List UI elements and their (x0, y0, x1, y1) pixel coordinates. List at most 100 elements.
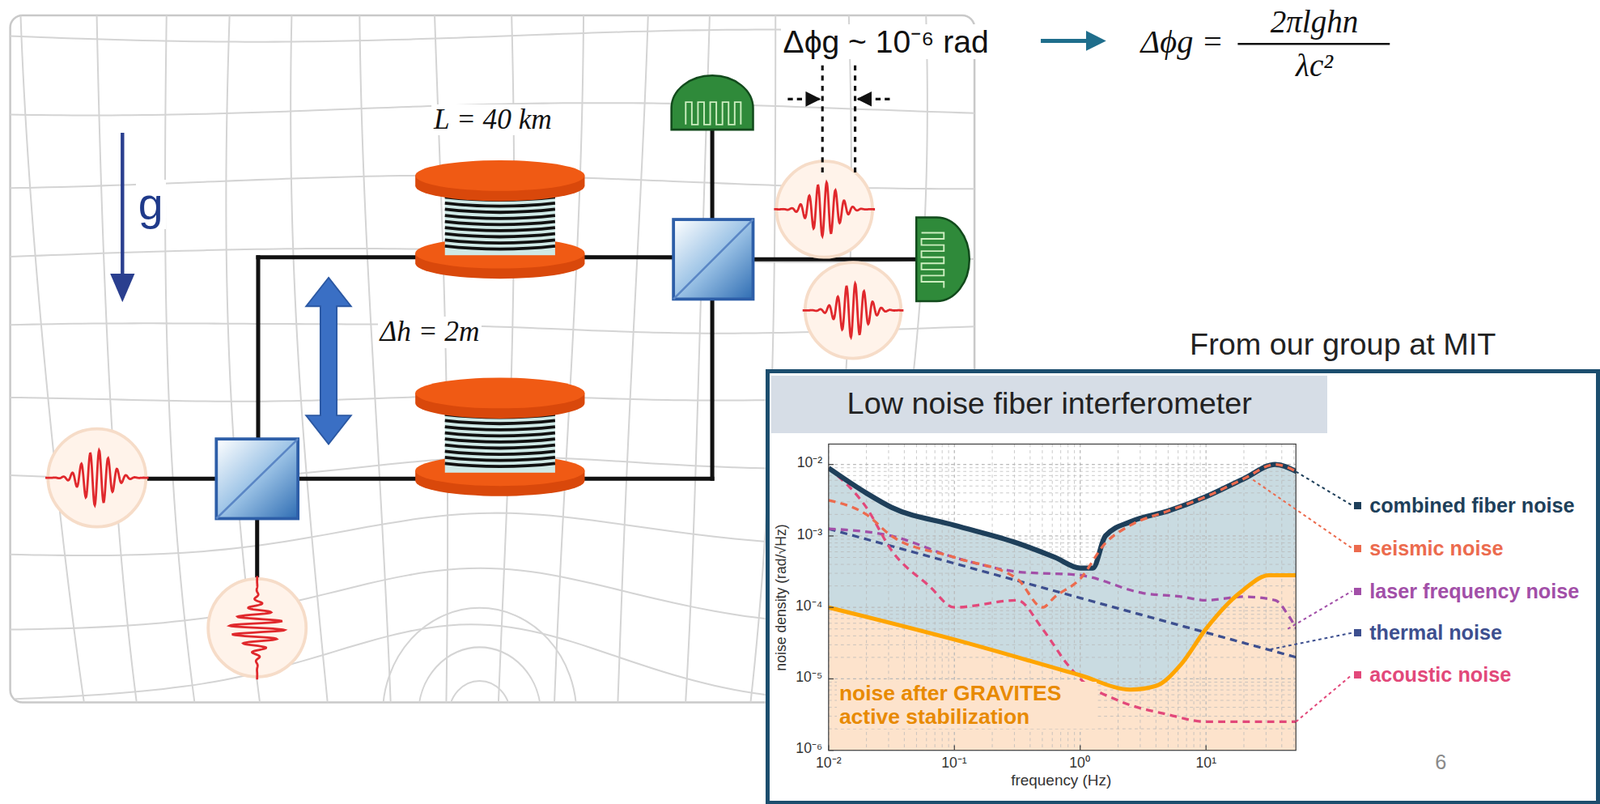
fiber-spool (445, 246, 556, 250)
optical-path (753, 257, 917, 262)
phase-bracket (821, 65, 824, 176)
chart-gridline (828, 538, 1296, 539)
page-number: 6 (1434, 751, 1447, 774)
wave-packet (802, 262, 904, 359)
grid-line (554, 15, 584, 703)
tick-label: 10⁻⁵ (795, 669, 823, 685)
fiber-spool (445, 208, 556, 213)
chart-gridline (1155, 443, 1157, 750)
fiber-spool (415, 160, 585, 279)
panel-heading: From our group at MIT (1189, 327, 1496, 362)
tick (828, 534, 834, 536)
fiber-spool (445, 462, 556, 467)
wave-packet (229, 576, 285, 680)
chart-gridline (1139, 443, 1141, 750)
legend-text: laser frequency noise (1369, 579, 1579, 603)
tick-label: 10⁻¹ (941, 755, 968, 771)
chart-gridline (1281, 443, 1282, 750)
beam-splitter (216, 438, 298, 518)
beam-splitter (216, 219, 753, 518)
chart-gridline (1117, 443, 1119, 750)
legend-swatch (1353, 628, 1362, 637)
tick (1205, 744, 1207, 750)
leader-line (1270, 632, 1353, 650)
optical-path (143, 476, 217, 481)
legend-swatch (1353, 544, 1362, 552)
gravity-arrow (110, 273, 135, 302)
height-arrow (305, 277, 351, 445)
wave-packet (45, 449, 149, 506)
optical-path (255, 254, 260, 439)
grid-line (165, 15, 196, 703)
wave-packet (207, 576, 306, 680)
fiber-spool (445, 420, 556, 424)
legend-entry: combined fiber noise (1353, 492, 1575, 518)
legend-swatch (1353, 501, 1362, 510)
fiber-spool (445, 457, 556, 461)
grid-line (359, 15, 391, 703)
legend-swatch (1353, 670, 1362, 679)
implies-arrow (1040, 38, 1103, 43)
legend-entry: acoustic noise (1353, 662, 1511, 687)
optical-path (710, 128, 715, 220)
phase-bracket (857, 97, 890, 101)
fiber-length: L = 40 km (431, 104, 555, 136)
tick (1079, 744, 1081, 750)
noise-area (828, 574, 1296, 750)
chart-gridline (828, 542, 1296, 544)
illustration (0, 10, 1600, 804)
beam-splitter (673, 219, 753, 299)
beam-splitter (673, 219, 753, 299)
tick (827, 744, 829, 750)
chart-gridline (828, 628, 1296, 629)
tick-label: 10⁻² (797, 454, 824, 471)
noise-curve (828, 464, 1296, 608)
wave-packet (773, 161, 875, 258)
photodetector (685, 101, 741, 125)
chart-gridline (1205, 443, 1207, 750)
chart-gridline (828, 513, 1296, 515)
fiber-spool (415, 160, 585, 191)
optical-path (254, 518, 259, 582)
height-difference: Δh = 2m (377, 316, 483, 349)
chart-gridline (828, 463, 1296, 465)
photodetector (671, 75, 970, 302)
noise-area (828, 464, 1296, 751)
noise-chart (828, 395, 1353, 764)
grid-line (449, 680, 511, 702)
chart-gridline (828, 475, 1296, 476)
chart-gridline (828, 492, 1296, 493)
photodetector (916, 217, 970, 302)
fiber-spool (445, 233, 556, 238)
panel-title: Low noise fiber interferometer (847, 386, 1252, 421)
formula-numerator: 2πlghn (1270, 4, 1359, 39)
legend-text: acoustic noise (1369, 662, 1511, 687)
tick-label: 10⁻² (815, 755, 842, 771)
gravity-label: g (135, 179, 166, 230)
legend-entry: seismic noise (1353, 535, 1503, 561)
fiber-spool (445, 221, 556, 225)
chart-gridline (1293, 443, 1295, 750)
grid-line (382, 607, 578, 703)
leader-line (1295, 471, 1352, 506)
chart-gridline (828, 635, 1296, 637)
grid-line (96, 15, 137, 703)
fraction-bar (1237, 42, 1390, 46)
noise-curve (828, 528, 1296, 629)
fiber-spool (445, 432, 556, 437)
leader-line (1295, 674, 1352, 722)
gravity-arrow (120, 132, 124, 278)
formula-lhs: Δϕg = (1141, 24, 1224, 60)
fiber-spool (445, 227, 556, 231)
tick (954, 744, 955, 750)
tick (828, 749, 834, 751)
chart-gridline (828, 678, 1296, 680)
fiber-spool (445, 438, 556, 442)
legend-text: combined fiber noise (1369, 493, 1575, 518)
phase-bracket (853, 65, 857, 176)
fiber-spool (445, 215, 556, 219)
curve-annotation: noise after GRAVITES active stabilizatio… (836, 681, 1097, 729)
tick-label: 10¹ (1196, 755, 1218, 771)
noise-curve (828, 464, 1296, 569)
optical-path (710, 298, 715, 480)
